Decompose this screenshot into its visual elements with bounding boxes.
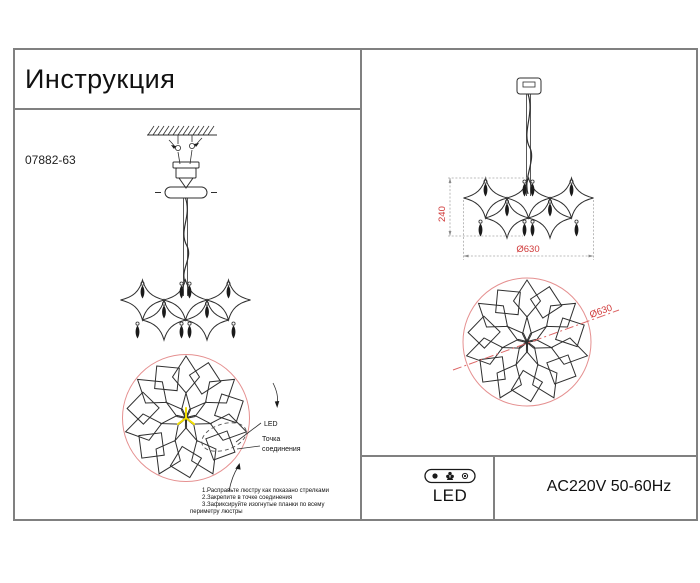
led-spec-cell: LED [362, 455, 494, 519]
page-title: Инструкция [25, 64, 176, 94]
diameter-dimension-label: Ø630 [516, 244, 539, 255]
power-spec-cell: AC220V 50-60Hz [546, 478, 672, 495]
spec-strip-topline [362, 455, 696, 457]
dimensioned-top-view-drawing: Ø630 [452, 270, 620, 430]
model-number: 07882-63 [25, 153, 76, 167]
outline-circle [462, 277, 592, 407]
mounting-hardware [172, 161, 200, 189]
outline-circle [122, 354, 250, 482]
chandelier-band [464, 178, 594, 238]
led-label: LED [432, 486, 468, 505]
main-frame: Инструкция 07882-63 [13, 48, 698, 521]
height-dimension-label: 240 [437, 206, 448, 222]
center-connector [177, 407, 195, 425]
assembly-instructions: 1.Расправьте люстру как показано стрелка… [190, 488, 360, 516]
instruction-line: периметру люстры [190, 509, 243, 515]
title-underline [15, 108, 360, 110]
led-chip-glyph [446, 471, 454, 480]
unfold-arrow-up [228, 463, 241, 492]
suspension-cables [168, 135, 203, 165]
top-view-diameter-label: Ø630 [588, 303, 614, 321]
led-callout-line [235, 422, 262, 443]
chandelier-top-view-drawing: LED Точка соединения [110, 345, 301, 492]
rod-and-cord [526, 93, 533, 196]
diameter-line [452, 309, 620, 371]
instruction-line: 2.Закрепите в точке соединения [202, 495, 293, 501]
mandala-pattern [118, 352, 256, 489]
chandelier-side-view-drawing [108, 125, 308, 348]
mandala-pattern [459, 276, 597, 413]
canopy [516, 77, 542, 95]
instruction-line: 3.Зафиксируйте изогнутые планки по всему [202, 502, 325, 508]
chandelier-band [121, 280, 251, 340]
panel-divider [360, 50, 362, 519]
spec-strip-divider [493, 455, 495, 519]
stem-and-cord [183, 197, 190, 296]
connection-callout-label-2: соединения [262, 446, 301, 453]
led-certification-icon [424, 468, 476, 484]
led-callout-label: LED [264, 421, 278, 428]
dimensioned-side-view-drawing: 240 Ø630 [437, 77, 650, 260]
connection-highlight-ellipse [201, 422, 247, 452]
ceiling-hatch [147, 125, 217, 136]
dimension-lines [448, 177, 594, 260]
unfold-arrow-down [272, 382, 280, 408]
connection-callout-line [236, 445, 261, 450]
instruction-line: 1.Расправьте люстру как показано стрелка… [202, 488, 329, 494]
connection-callout-label-1: Точка [262, 436, 280, 443]
